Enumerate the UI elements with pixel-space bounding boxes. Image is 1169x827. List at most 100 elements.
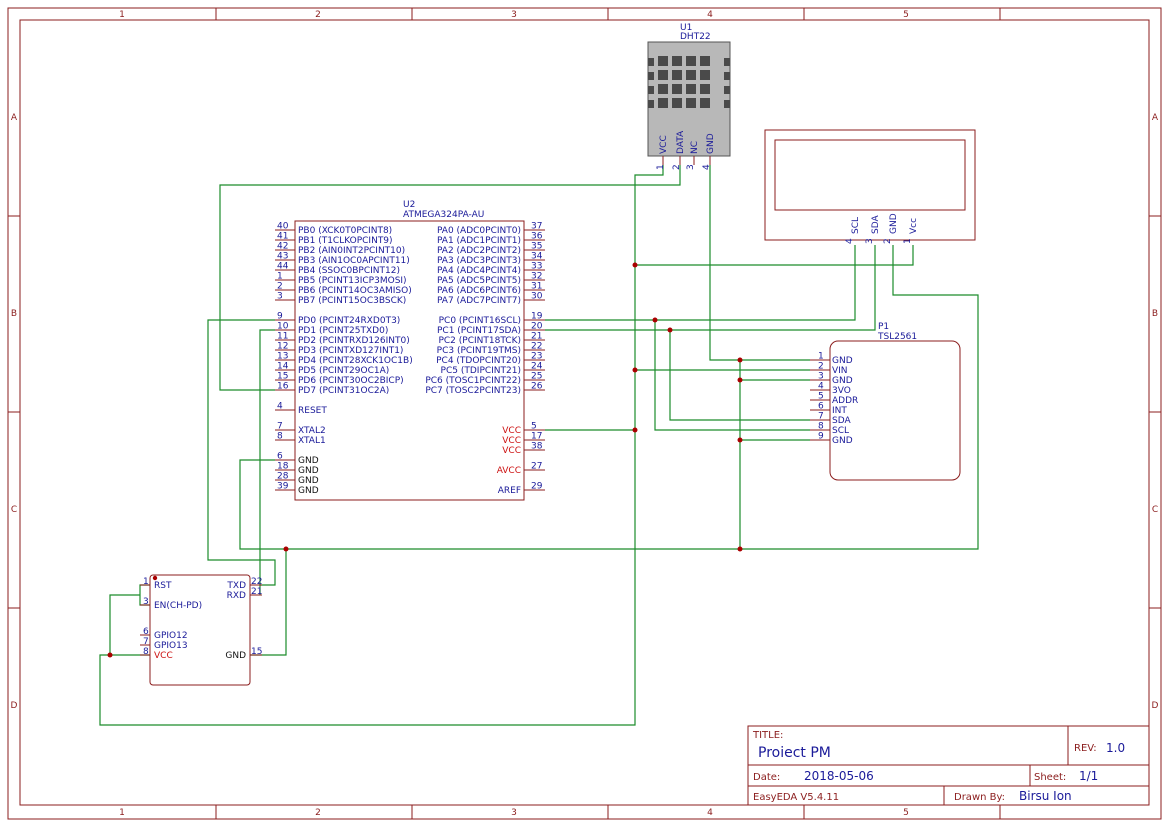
u1-value: DHT22	[680, 32, 711, 42]
zone-right-a: A	[1152, 113, 1159, 123]
rev-value: 1.0	[1106, 741, 1125, 755]
u2-pin-28-num: 28	[277, 472, 289, 482]
p1-pin-addr-label: ADDR	[832, 396, 858, 406]
lcd-pin-1-num: 1	[903, 238, 913, 244]
u2-pin-11-num: 11	[277, 332, 288, 342]
dht22-sensor[interactable]: U1 DHT22 VCC DATA NC GND 1 2 3 4	[647, 23, 731, 170]
u2-pin-26: 26 PC7 (TOSC2PCINT23)	[425, 382, 545, 396]
date-value: 2018-05-06	[804, 769, 874, 783]
zone-top-3: 3	[511, 10, 517, 20]
lcd-pin-sda-label: SDA	[871, 215, 881, 234]
title-label: TITLE:	[752, 730, 783, 741]
zone-bottom-1: 1	[119, 808, 125, 818]
u2-value: ATMEGA324PA-AU	[403, 210, 484, 220]
p1-pin-6-num: 6	[818, 402, 824, 412]
u2-pin-31-num: 31	[531, 282, 542, 292]
p1-pin-1-num: 1	[818, 352, 824, 362]
esp-pin-8-num: 8	[143, 647, 149, 657]
u2-pin-7-num: 7	[277, 422, 283, 432]
esp-pin-rxd-label: RXD	[227, 591, 246, 601]
u2-pin-32-num: 32	[531, 272, 542, 282]
u2-pin-pc0-pcint16scl-label: PC0 (PCINT16SCL)	[439, 316, 521, 326]
junction-gnd-1	[737, 357, 743, 363]
p1-pin-8-num: 8	[818, 422, 824, 432]
u2-pin-pa6-adc6pcint6-label: PA6 (ADC6PCINT6)	[437, 286, 521, 296]
esp-pin-1-num: 1	[143, 577, 149, 587]
u2-pin-26-num: 26	[531, 382, 543, 392]
u2-pin-pa4-adc4pcint4-label: PA4 (ADC4PCINT4)	[437, 266, 521, 276]
u2-pin-avcc-label: AVCC	[497, 466, 521, 476]
p1-pin-gnd-label: GND	[832, 436, 853, 446]
u2-pin-18-num: 18	[277, 462, 289, 472]
u2-pin-34-num: 34	[531, 252, 543, 262]
p1-pin-3-num: 3	[818, 372, 824, 382]
u2-pin-pb6-pcint14oc3amiso-label: PB6 (PCINT14OC3AMISO)	[298, 286, 412, 296]
zone-right-b: B	[1152, 309, 1158, 319]
u2-pin-25-num: 25	[531, 372, 542, 382]
u2-pin-38-num: 38	[531, 442, 543, 452]
junction-sda	[667, 327, 673, 333]
u2-pin-33-num: 33	[531, 262, 542, 272]
zone-bottom-3: 3	[511, 808, 517, 818]
u2-pin-vcc-label: VCC	[502, 436, 521, 446]
dht-pin-data-label: DATA	[676, 130, 686, 154]
u2-pin-15-num: 15	[277, 372, 288, 382]
u2-pin-3-num: 3	[277, 292, 283, 302]
u2-pin-gnd-label: GND	[298, 486, 319, 496]
esp-pin-22: 22 TXD	[226, 577, 262, 591]
lcd-module[interactable]: SCL SDA GND Vcc 4 3 2 1	[764, 129, 976, 244]
u2-pin-6-num: 6	[277, 452, 283, 462]
u2-pin-11: 11 PD2 (PCINTRXD126INT0)	[275, 332, 410, 346]
esp-pin-22-num: 22	[251, 577, 262, 587]
u2-pin-aref-label: AREF	[498, 486, 521, 496]
zone-top-5: 5	[903, 10, 909, 20]
zone-markers: 1 2 3 4 5 1 2 3 4 5 A B C D A B C D	[11, 10, 1159, 818]
p1-pin-5-num: 5	[818, 392, 824, 402]
esp-pin-txd-label: TXD	[226, 581, 246, 591]
lcd-pin-vcc-label: Vcc	[909, 218, 919, 234]
u2-pin-pc7-tosc2pcint23-label: PC7 (TOSC2PCINT23)	[425, 386, 521, 396]
u2-pin-pd7-pcint31oc2a-label: PD7 (PCINT31OC2A)	[298, 386, 389, 396]
u1-ref: U1	[680, 23, 692, 33]
u2-pin-44-num: 44	[277, 262, 289, 272]
esp-pin-gpio13-label: GPIO13	[154, 641, 188, 651]
u2-pin-pb5-pcint13icp3mosi-label: PB5 (PCINT13ICP3MOSI)	[298, 276, 407, 286]
zone-left-d: D	[11, 701, 18, 711]
lcd-pin-2-num: 2	[883, 238, 893, 244]
u2-pin-30-num: 30	[531, 292, 543, 302]
u2-pin-16-num: 16	[277, 382, 289, 392]
u2-pin-23-num: 23	[531, 352, 542, 362]
junction-gnd-bus	[737, 546, 743, 552]
u2-pin-41-num: 41	[277, 232, 288, 242]
u2-pin-pd2-pcintrxd126int0-label: PD2 (PCINTRXD126INT0)	[298, 336, 410, 346]
u2-pin-43-num: 43	[277, 252, 288, 262]
lcd-pin-gnd-label: GND	[889, 213, 899, 234]
p1-pin-sda-label: SDA	[832, 416, 851, 426]
zone-left-a: A	[11, 113, 18, 123]
